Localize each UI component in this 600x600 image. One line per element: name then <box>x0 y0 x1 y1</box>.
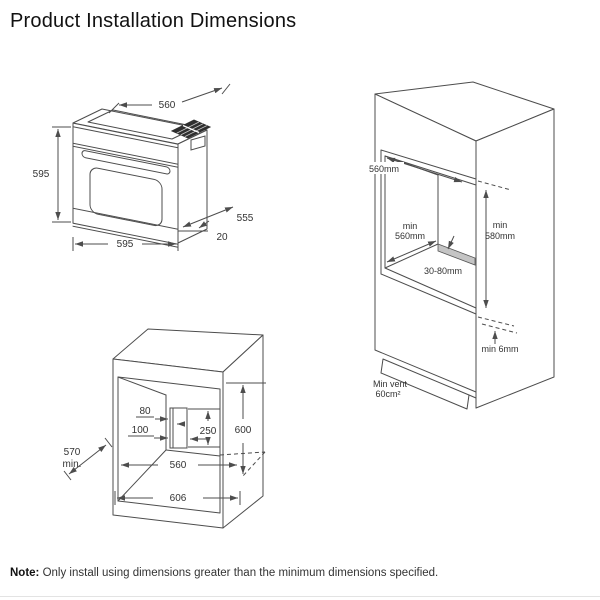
cabinet-cutout-diagram: 80 100 250 600 560 570 min. <box>63 328 266 529</box>
housing-vent-label: Min vent <box>373 379 408 389</box>
page-title: Product Installation Dimensions <box>10 10 297 32</box>
oven-vent-grille-icon <box>170 119 212 151</box>
cutout-conduit-recess <box>169 407 188 449</box>
bottom-divider <box>0 596 600 597</box>
housing-unit-diagram: 560mm min 560mm min 580mm 30-80mm min 6m… <box>365 81 555 410</box>
oven-handle <box>81 150 171 175</box>
oven-dim-width-bottom <box>72 237 179 251</box>
cutout-dim-inner-width-label: 560 <box>170 460 187 471</box>
oven-dim-depth-label: 555 <box>237 213 254 224</box>
oven-dim-door-gap <box>198 220 210 229</box>
cutout-dim-depth <box>63 437 113 481</box>
cutout-dim-conduit-width <box>136 416 185 427</box>
cutout-dim-depth-value: 570 <box>64 447 81 458</box>
oven-dim-width-top <box>108 83 231 114</box>
note-label: Note: <box>10 567 40 579</box>
housing-dim-depth-value: 560mm <box>395 231 425 241</box>
housing-dim-height-value: 580mm <box>485 231 515 241</box>
cutout-dim-height <box>226 382 266 474</box>
housing-vent-value: 60cm² <box>375 389 400 399</box>
oven-dimensions-diagram: 560 595 595 555 20 <box>33 83 254 251</box>
oven-dim-depth <box>178 206 234 232</box>
note-text: Only install using dimensions greater th… <box>39 567 439 579</box>
oven-dim-width-bottom-label: 595 <box>117 239 134 250</box>
housing-dim-opening-width-label: 560mm <box>369 164 399 174</box>
housing-dim-height-min-label: min <box>493 220 508 230</box>
oven-dim-width-top-label: 560 <box>159 100 176 111</box>
cutout-dim-height-label: 600 <box>235 425 252 436</box>
cutout-dim-conduit-width-label: 80 <box>139 406 151 417</box>
oven-door-window <box>89 167 163 227</box>
housing-projection-dashes <box>477 180 518 334</box>
housing-dim-bottom-gap-label: min 6mm <box>481 344 518 354</box>
housing-dim-depth-arrow <box>386 240 437 263</box>
cutout-dim-depth-min-label: min. <box>63 459 82 470</box>
housing-outline <box>374 81 555 410</box>
cutout-dim-conduit-height <box>188 408 220 448</box>
installation-note: Note: Only install using dimensions grea… <box>10 567 438 579</box>
housing-rear-spacer-strip <box>437 243 476 266</box>
oven-dim-height <box>52 126 71 223</box>
cutout-dim-conduit-offset <box>128 435 207 442</box>
cutout-dim-conduit-offset-label: 100 <box>132 425 149 436</box>
cutout-dim-outer-width <box>114 491 241 505</box>
housing-dim-rear-gap-arrow <box>447 235 455 250</box>
housing-dim-depth-min-label: min <box>403 221 418 231</box>
cutout-dim-conduit-height-label: 250 <box>200 426 217 437</box>
oven-dim-height-label: 595 <box>33 169 50 180</box>
oven-dim-door-gap-label: 20 <box>216 232 228 243</box>
housing-dim-rear-gap-label: 30-80mm <box>424 266 462 276</box>
cutout-dim-outer-width-label: 606 <box>170 493 187 504</box>
